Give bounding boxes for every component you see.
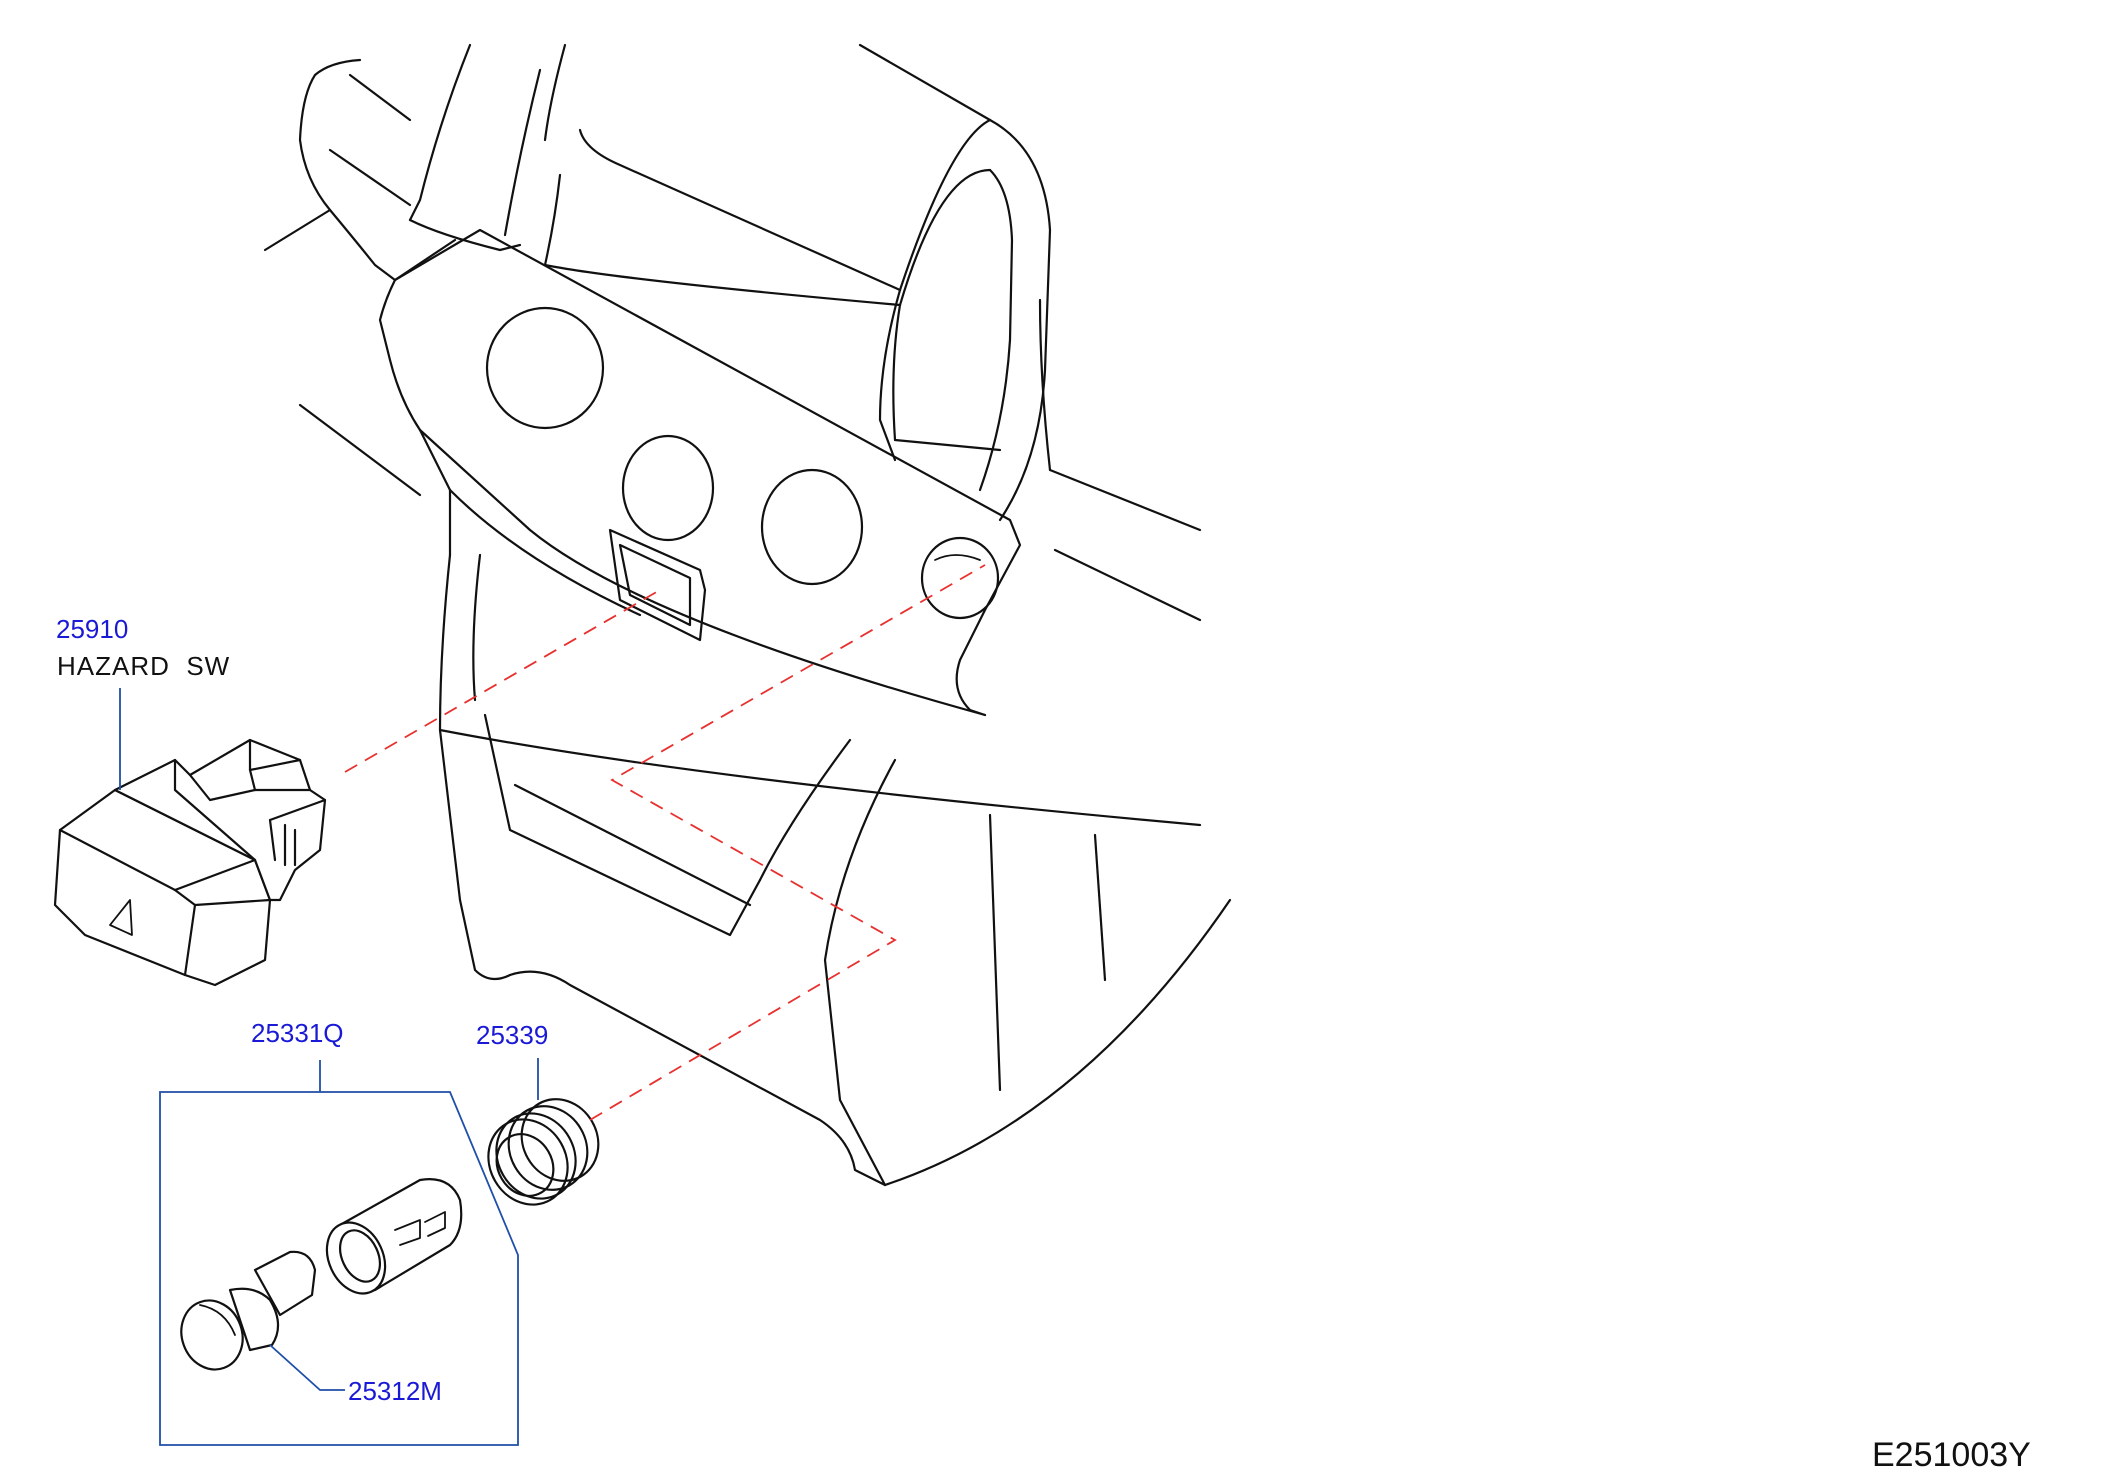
assembly-guide-lines xyxy=(344,564,986,1121)
hazard-switch-part xyxy=(53,688,327,987)
diagram-code: E251003Y xyxy=(1872,1436,2031,1474)
hazard-switch-part-name: HAZARD SW xyxy=(57,651,230,681)
lighter-assembly-part xyxy=(159,1060,519,1446)
lighter-ring-part-number: 25339 xyxy=(476,1020,548,1050)
triangle-hazard-icon xyxy=(109,899,133,936)
lighter-ring-part xyxy=(487,1058,600,1206)
dashboard-console-drawing xyxy=(263,43,1232,1187)
lighter-plug-part-number: 25312M xyxy=(348,1376,442,1406)
lighter-assembly-part-number: 25331Q xyxy=(251,1018,344,1048)
hazard-switch-part-number: 25910 xyxy=(56,614,128,644)
